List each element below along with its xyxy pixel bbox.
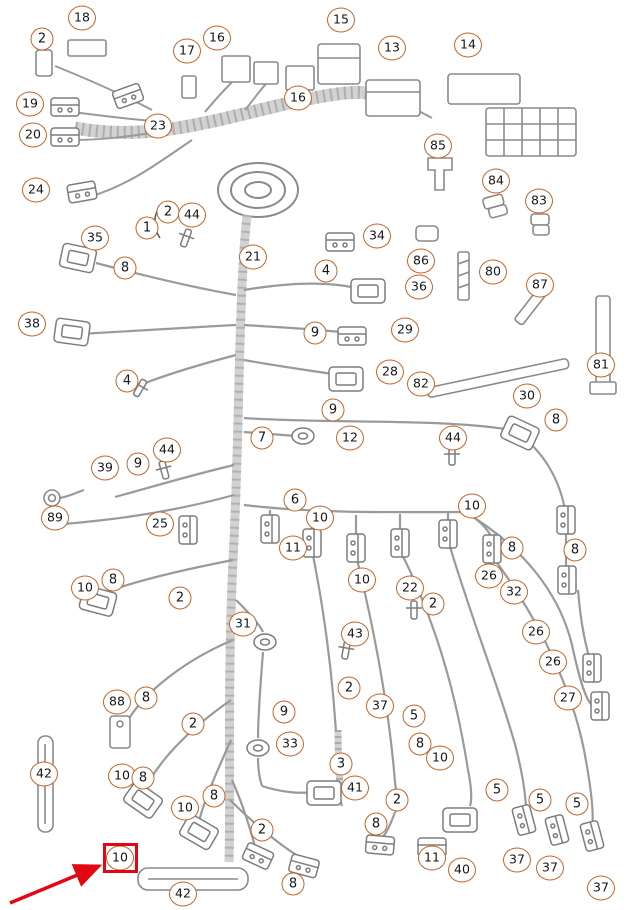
part-callout-5[interactable]: 5 [485, 778, 509, 802]
part-callout-8[interactable]: 8 [131, 766, 155, 790]
part-callout-28[interactable]: 28 [376, 359, 404, 385]
part-callout-2[interactable]: 2 [421, 592, 445, 616]
part-callout-3[interactable]: 3 [329, 752, 353, 776]
part-callout-10[interactable]: 10 [348, 567, 376, 593]
part-callout-5[interactable]: 5 [402, 704, 426, 728]
part-callout-5[interactable]: 5 [565, 792, 589, 816]
part-callout-10[interactable]: 10 [306, 505, 334, 531]
part-callout-27[interactable]: 27 [554, 685, 582, 711]
part-callout-36[interactable]: 36 [405, 274, 433, 300]
part-callout-25[interactable]: 25 [146, 511, 174, 537]
part-callout-44[interactable]: 44 [178, 202, 206, 228]
part-callout-33[interactable]: 33 [276, 731, 304, 757]
part-callout-23[interactable]: 23 [144, 113, 172, 139]
part-callout-10[interactable]: 10 [106, 845, 134, 871]
part-callout-20[interactable]: 20 [19, 122, 47, 148]
part-callout-2[interactable]: 2 [181, 712, 205, 736]
part-callout-26[interactable]: 26 [539, 649, 567, 675]
part-callout-21[interactable]: 21 [239, 244, 267, 270]
part-callout-8[interactable]: 8 [101, 568, 125, 592]
part-callout-8[interactable]: 8 [113, 256, 137, 280]
part-callout-42[interactable]: 42 [30, 761, 58, 787]
part-callout-10[interactable]: 10 [426, 745, 454, 771]
part-callout-37[interactable]: 37 [503, 847, 531, 873]
part-callout-34[interactable]: 34 [363, 223, 391, 249]
part-callout-82[interactable]: 82 [407, 371, 435, 397]
part-callout-81[interactable]: 81 [587, 352, 615, 378]
part-callout-8[interactable]: 8 [134, 686, 158, 710]
highlight-box [103, 843, 138, 873]
part-callout-24[interactable]: 24 [22, 177, 50, 203]
part-callout-14[interactable]: 14 [454, 32, 482, 58]
part-callout-37[interactable]: 37 [587, 875, 615, 901]
part-callout-2[interactable]: 2 [168, 586, 192, 610]
part-callout-30[interactable]: 30 [513, 383, 541, 409]
part-callout-29[interactable]: 29 [391, 317, 419, 343]
part-callout-40[interactable]: 40 [448, 857, 476, 883]
part-callout-11[interactable]: 11 [418, 845, 446, 871]
part-callout-84[interactable]: 84 [482, 168, 510, 194]
part-callout-9[interactable]: 9 [303, 321, 327, 345]
part-callout-16[interactable]: 16 [284, 85, 312, 111]
part-callout-22[interactable]: 22 [396, 575, 424, 601]
part-callout-37[interactable]: 37 [536, 855, 564, 881]
part-callout-5[interactable]: 5 [528, 788, 552, 812]
part-callout-44[interactable]: 44 [153, 437, 181, 463]
part-callout-8[interactable]: 8 [500, 536, 524, 560]
part-callout-4[interactable]: 4 [115, 369, 139, 393]
part-callout-38[interactable]: 38 [18, 311, 46, 337]
part-callout-42[interactable]: 42 [169, 881, 197, 907]
part-callout-2[interactable]: 2 [156, 200, 180, 224]
part-callout-6[interactable]: 6 [283, 488, 307, 512]
part-callout-16[interactable]: 16 [203, 25, 231, 51]
part-callout-13[interactable]: 13 [378, 35, 406, 61]
part-callout-8[interactable]: 8 [281, 872, 305, 896]
part-callout-8[interactable]: 8 [364, 812, 388, 836]
part-callout-26[interactable]: 26 [475, 563, 503, 589]
part-callout-31[interactable]: 31 [229, 611, 257, 637]
part-callout-17[interactable]: 17 [173, 38, 201, 64]
part-callout-32[interactable]: 32 [500, 579, 528, 605]
part-callout-12[interactable]: 12 [336, 425, 364, 451]
part-callout-4[interactable]: 4 [314, 259, 338, 283]
part-callout-2[interactable]: 2 [385, 788, 409, 812]
part-callout-8[interactable]: 8 [202, 784, 226, 808]
part-callout-86[interactable]: 86 [407, 248, 435, 274]
part-callout-9[interactable]: 9 [126, 452, 150, 476]
part-callout-89[interactable]: 89 [41, 505, 69, 531]
part-callout-39[interactable]: 39 [91, 455, 119, 481]
part-callout-2[interactable]: 2 [250, 818, 274, 842]
part-callout-10[interactable]: 10 [171, 795, 199, 821]
part-callout-7[interactable]: 7 [250, 426, 274, 450]
part-callout-26[interactable]: 26 [522, 619, 550, 645]
part-callout-9[interactable]: 9 [272, 700, 296, 724]
part-callout-87[interactable]: 87 [526, 272, 554, 298]
part-callout-44[interactable]: 44 [439, 425, 467, 451]
part-callout-83[interactable]: 83 [525, 188, 553, 214]
part-callout-85[interactable]: 85 [424, 133, 452, 159]
part-callout-19[interactable]: 19 [16, 91, 44, 117]
part-callout-8[interactable]: 8 [563, 538, 587, 562]
part-callout-9[interactable]: 9 [321, 398, 345, 422]
part-callout-15[interactable]: 15 [327, 7, 355, 33]
part-callout-2[interactable]: 2 [337, 676, 361, 700]
part-callout-35[interactable]: 35 [81, 225, 109, 251]
part-callout-88[interactable]: 88 [103, 689, 131, 715]
part-callout-1[interactable]: 1 [135, 216, 159, 240]
part-callout-11[interactable]: 11 [279, 535, 307, 561]
part-callout-10[interactable]: 10 [71, 575, 99, 601]
part-callout-37[interactable]: 37 [366, 693, 394, 719]
part-callout-8[interactable]: 8 [544, 408, 568, 432]
part-callout-2[interactable]: 2 [30, 27, 54, 51]
part-callout-80[interactable]: 80 [479, 259, 507, 285]
part-callout-18[interactable]: 18 [68, 5, 96, 31]
part-callout-41[interactable]: 41 [341, 775, 369, 801]
part-callout-43[interactable]: 43 [341, 621, 369, 647]
part-callout-10[interactable]: 10 [458, 493, 486, 519]
